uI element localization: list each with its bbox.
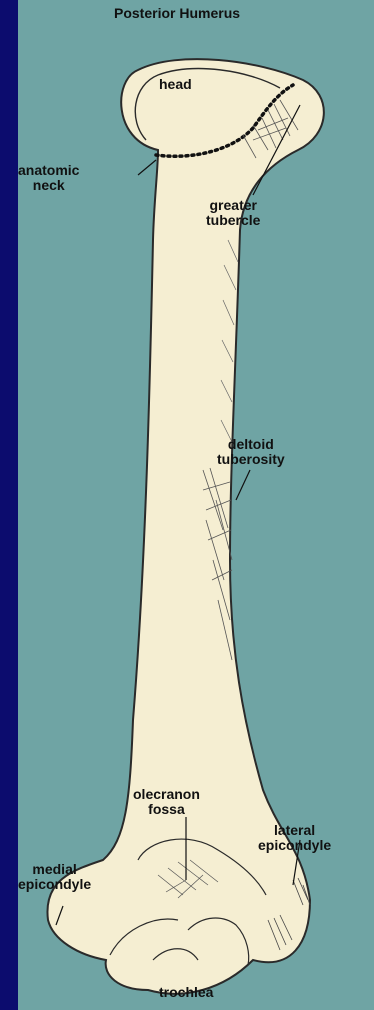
anatomic-neck-leader [138,160,156,175]
label-anatomic-neck: anatomic neck [18,163,79,193]
label-trochlea: trochlea [159,985,213,1000]
label-deltoid-tuberosity: deltoid tuberosity [217,437,285,467]
diagram-title: Posterior Humerus [114,6,240,21]
label-olecranon-fossa: olecranon fossa [133,787,200,817]
humerus-illustration [18,0,374,1010]
diagram-panel: Posterior Humerus head anatomic neck gre… [18,0,374,1010]
label-lateral-epicondyle: lateral epicondyle [258,823,331,853]
label-head: head [159,77,192,92]
deltoid-tuberosity-leader [236,470,250,500]
label-greater-tubercle: greater tubercle [206,198,260,228]
label-medial-epicondyle: medial epicondyle [18,862,91,892]
